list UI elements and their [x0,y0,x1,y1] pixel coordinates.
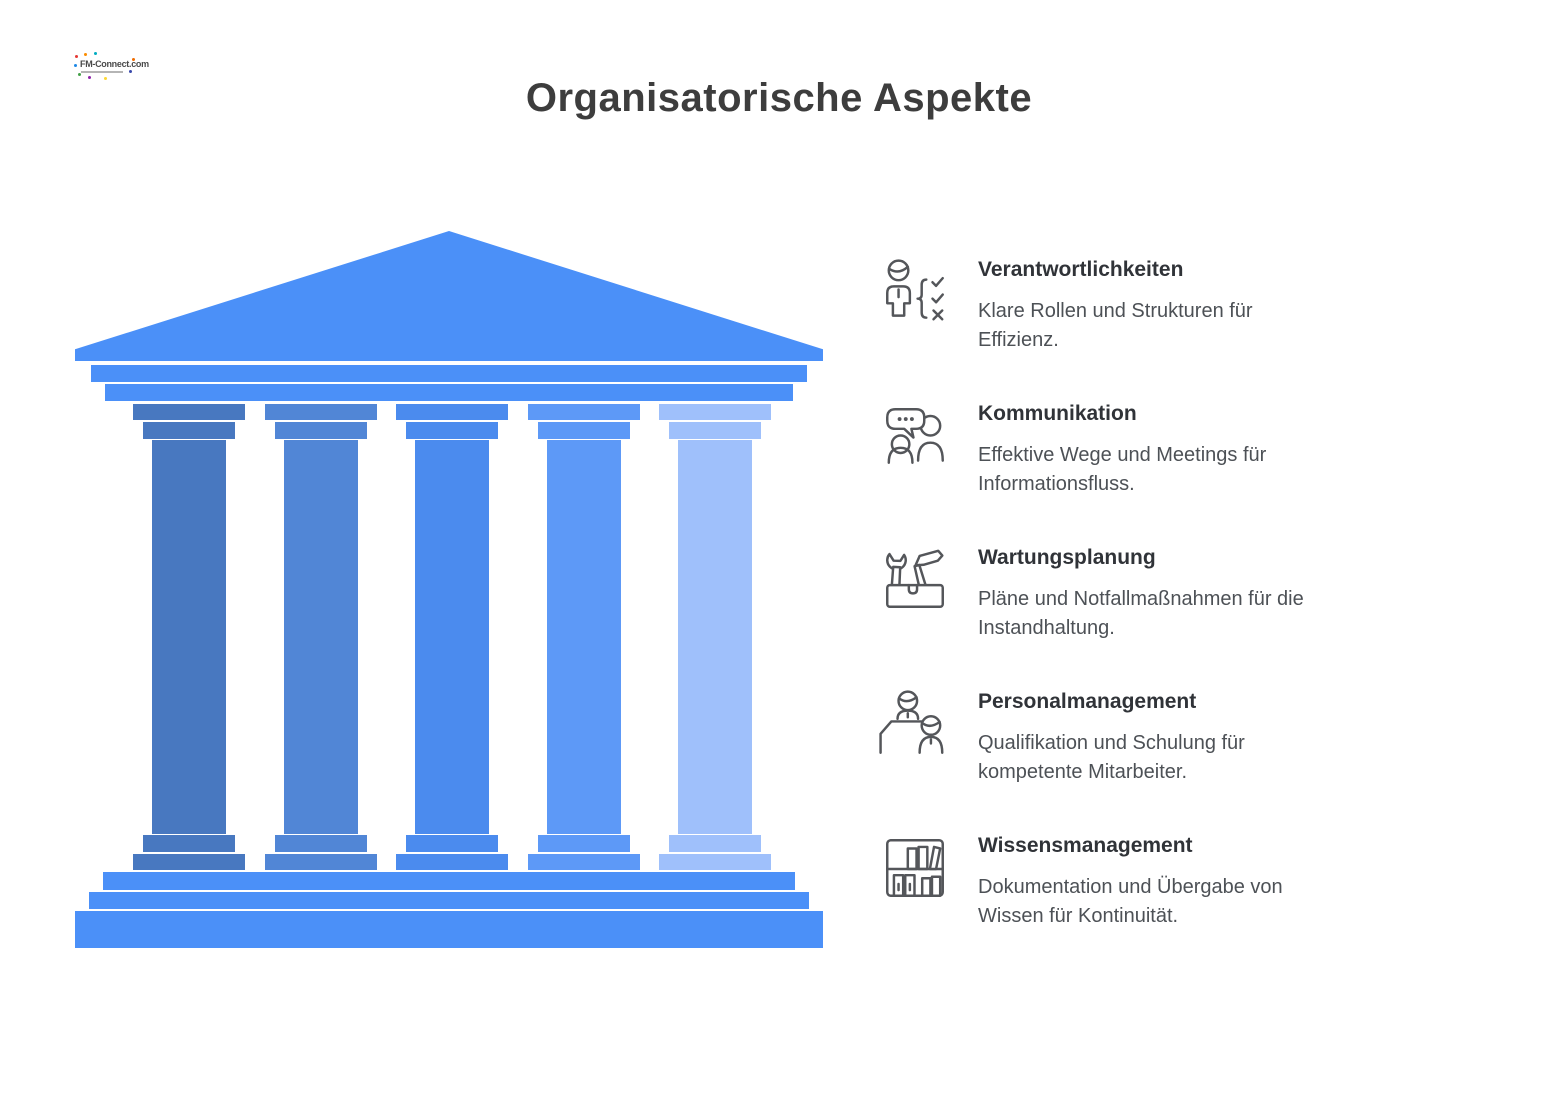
column-base [659,854,771,870]
temple-architrave [91,365,807,382]
temple-columns [133,404,771,870]
column-capital [406,422,498,439]
person-checklist-icon [878,255,952,329]
temple-column-2 [264,404,377,870]
column-capital [659,404,771,420]
temple-column-4 [527,404,640,870]
column-capital [264,404,377,420]
item-title: Kommunikation [978,402,1137,425]
column-base [537,835,630,852]
item-title: Wissensmanagement [978,834,1193,857]
column-base [274,835,367,852]
logo-dot [132,58,135,61]
logo-dot [75,55,78,58]
column-capital [396,404,508,420]
temple-step-top [103,872,795,890]
trainer-desk-icon [878,687,952,761]
list-item: Wartungsplanung Pläne und Notfallmaßnahm… [878,543,1398,643]
item-title: Personalmanagement [978,690,1197,713]
item-description: Klare Rollen und Strukturen für Effizien… [978,300,1253,351]
column-base [396,854,508,870]
item-title: Wartungsplanung [978,546,1156,569]
logo-dot [104,77,107,80]
logo-dot [78,73,81,76]
column-base [143,835,235,852]
column-shaft [283,440,358,834]
toolbox-icon [878,543,952,617]
logo-tagline [81,71,123,73]
item-title: Verantwortlichkeiten [978,258,1184,281]
logo-text: FM-Connect.com [80,59,149,69]
temple-column-1 [133,404,245,870]
column-base [669,835,761,852]
list-item: Kommunikation Effektive Wege und Meeting… [878,399,1398,499]
temple-step-middle [89,892,809,909]
temple-step-bottom [75,911,823,948]
temple-column-3 [396,404,508,870]
column-capital [669,422,761,439]
column-capital [274,422,367,439]
column-base [406,835,498,852]
column-capital [527,404,640,420]
item-description: Pläne und Notfallmaßnahmen für die Insta… [978,588,1304,639]
logo-dot [129,70,132,73]
column-shaft [678,440,752,834]
column-capital [133,404,245,420]
page-title: Organisatorische Aspekte [525,76,1033,120]
logo-dot [88,76,91,79]
column-shaft [152,440,226,834]
people-speech-bubble-icon [878,399,952,473]
column-shaft [415,440,489,834]
logo-dot [94,52,97,55]
bookshelf-icon [878,831,952,905]
temple-column-5 [659,404,771,870]
column-capital [143,422,235,439]
column-shaft [546,440,621,834]
item-description: Effektive Wege und Meetings für Informat… [978,444,1267,495]
temple-pediment [75,231,823,361]
item-description: Qualifikation und Schulung für kompetent… [978,732,1245,783]
temple-illustration [75,231,823,948]
item-description: Dokumentation und Übergabe von Wissen fü… [978,876,1283,927]
list-item: Personalmanagement Qualifikation und Sch… [878,687,1398,787]
temple-frieze [105,384,793,401]
logo-dot [84,53,87,56]
aspect-list: Verantwortlichkeiten Klare Rollen und St… [878,255,1398,975]
column-base [527,854,640,870]
fm-connect-logo: FM-Connect.com [74,52,149,82]
column-capital [537,422,630,439]
list-item: Verantwortlichkeiten Klare Rollen und St… [878,255,1398,355]
logo-dot [74,64,77,67]
column-base [264,854,377,870]
list-item: Wissensmanagement Dokumentation und Über… [878,831,1398,931]
column-base [133,854,245,870]
